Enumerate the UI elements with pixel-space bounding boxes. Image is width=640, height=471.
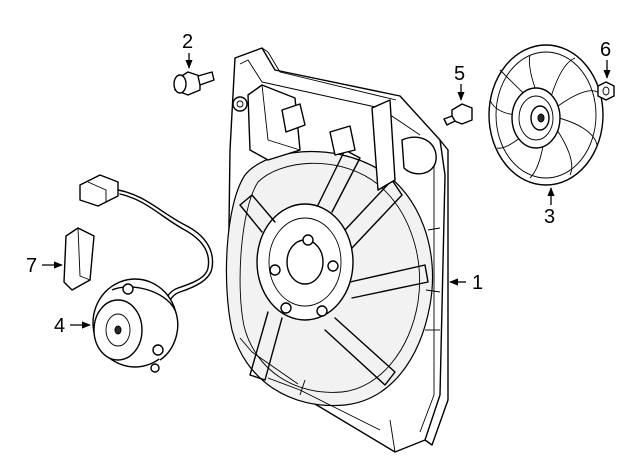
nut-part-6 bbox=[597, 81, 615, 101]
callout-numbers: 1 2 3 4 5 6 7 bbox=[26, 31, 611, 337]
fan-blade bbox=[488, 44, 604, 186]
callout-4: 4 bbox=[54, 315, 65, 337]
callout-2: 2 bbox=[182, 31, 193, 53]
callout-6: 6 bbox=[600, 39, 611, 61]
callout-1: 1 bbox=[472, 272, 483, 294]
callout-7: 7 bbox=[26, 255, 37, 277]
fan-shroud bbox=[225, 47, 449, 453]
bracket-part-7 bbox=[63, 227, 95, 291]
callout-leaders bbox=[42, 53, 611, 329]
screw-part-5 bbox=[443, 103, 473, 126]
fan-motor bbox=[79, 174, 214, 373]
callout-5: 5 bbox=[454, 63, 465, 85]
callout-3: 3 bbox=[544, 206, 555, 228]
bolt-part-2 bbox=[173, 71, 215, 96]
